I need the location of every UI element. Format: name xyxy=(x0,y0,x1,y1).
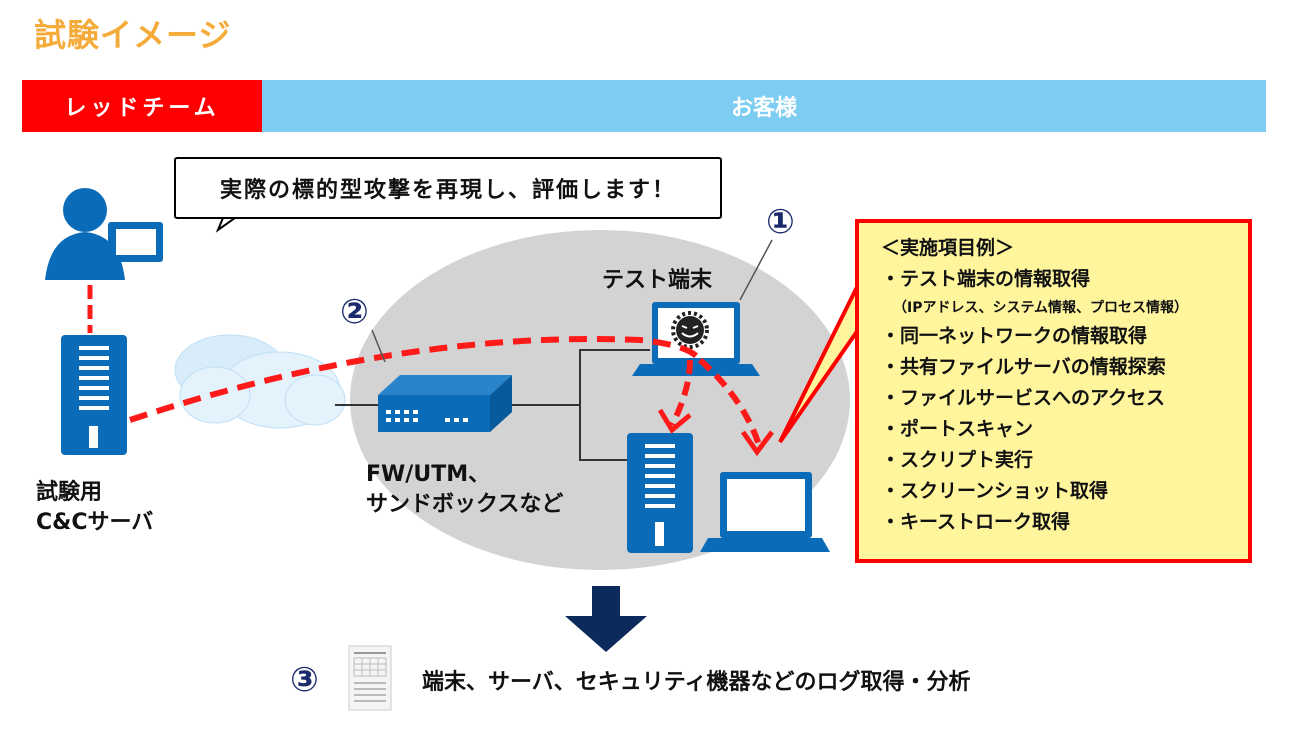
page-title: 試験イメージ xyxy=(34,16,232,54)
callout-item: ・テスト端末の情報取得 xyxy=(881,268,1091,290)
callout-item: ・ポートスキャン xyxy=(881,418,1034,440)
marker-one: ① xyxy=(766,202,795,242)
firewall-appliance-icon xyxy=(378,375,512,432)
network-link xyxy=(579,349,650,461)
arrowhead-icon xyxy=(657,408,692,434)
callout-item-detail: （IPアドレス、システム情報、プロセス情報） xyxy=(893,300,1189,316)
attack-path-to-server xyxy=(669,359,693,427)
attack-path-to-laptop xyxy=(698,357,763,449)
callout-item: ・ファイルサービスへのアクセス xyxy=(881,387,1166,409)
speech-bubble: 実際の標的型攻撃を再現し、評価します！ xyxy=(174,157,722,219)
arrowhead-icon xyxy=(740,430,774,457)
red-team-band: レッドチーム xyxy=(22,80,262,132)
marker-leader-line xyxy=(371,329,386,363)
internal-server-icon xyxy=(627,433,693,553)
internal-laptop-icon xyxy=(700,472,830,552)
customer-band: お客様 xyxy=(262,80,1266,132)
marker-two: ② xyxy=(340,292,369,332)
fw-label-line2: サンドボックスなど xyxy=(366,492,564,517)
attacker-user-icon xyxy=(45,188,163,280)
attack-path-line xyxy=(129,336,703,423)
marker-leader-line xyxy=(739,239,773,301)
callout-item: ・共有ファイルサーバの情報探索 xyxy=(881,356,1166,378)
test-terminal-label: テスト端末 xyxy=(602,268,713,293)
internet-cloud-icon xyxy=(174,334,346,429)
marker-three: ③ xyxy=(290,660,319,700)
test-items-callout: ＜実施項目例＞ ・テスト端末の情報取得 （IPアドレス、システム情報、プロセス情… xyxy=(855,219,1252,563)
callout-item: ・スクリーンショット取得 xyxy=(881,480,1109,502)
callout-item: ・同一ネットワークの情報取得 xyxy=(881,325,1148,347)
down-arrow-icon xyxy=(565,586,647,652)
malware-icon xyxy=(671,311,709,349)
callout-heading: ＜実施項目例＞ xyxy=(881,237,1015,259)
log-document-icon xyxy=(348,645,392,711)
callout-item: ・スクリプト実行 xyxy=(881,449,1034,471)
log-analysis-text: 端末、サーバ、セキュリティ機器などのログ取得・分析 xyxy=(422,670,971,695)
callout-item: ・キーストローク取得 xyxy=(881,511,1071,533)
fw-label-line1: FW/UTM、 xyxy=(366,462,491,487)
cc-server-icon xyxy=(61,335,127,455)
cc-server-label-line2: C&Cサーバ xyxy=(36,510,154,535)
cc-server-label-line1: 試験用 xyxy=(36,480,103,505)
